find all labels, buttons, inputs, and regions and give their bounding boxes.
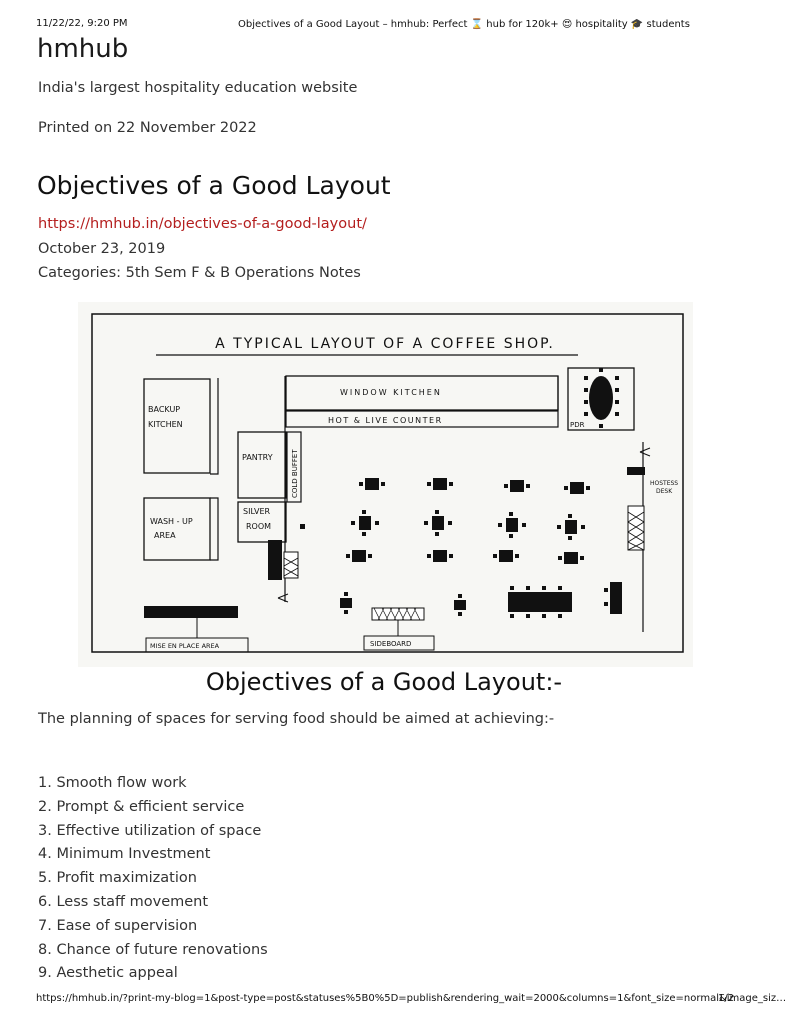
post-url-link[interactable]: https://hmhub.in/objectives-of-a-good-la… bbox=[38, 216, 367, 232]
label-hostess-desk-2: DESK bbox=[656, 488, 673, 495]
objective-item: 7. Ease of supervision bbox=[38, 917, 198, 934]
site-title[interactable]: hmhub bbox=[37, 34, 129, 64]
post-categories: Categories: 5th Sem F & B Operations Not… bbox=[38, 265, 361, 281]
coffee-shop-layout-figure: A TYPICAL LAYOUT OF A COFFEE SHOP. BACKU… bbox=[78, 302, 693, 667]
label-window-kitchen: WINDOW KITCHEN bbox=[340, 388, 442, 397]
coffee-shop-layout-drawing: A TYPICAL LAYOUT OF A COFFEE SHOP. BACKU… bbox=[78, 302, 693, 667]
label-sideboard: SIDEBOARD bbox=[370, 640, 411, 648]
objective-item: 3. Effective utilization of space bbox=[38, 822, 262, 839]
printed-on-date: Printed on 22 November 2022 bbox=[38, 120, 257, 136]
label-backup-kitchen-2: KITCHEN bbox=[148, 420, 183, 429]
objective-item: 5. Profit maximization bbox=[38, 870, 197, 887]
print-datetime: 11/22/22, 9:20 PM bbox=[36, 18, 128, 29]
label-pantry: PANTRY bbox=[242, 453, 273, 462]
label-mise-en-place: MISE EN PLACE AREA bbox=[150, 642, 220, 650]
objectives-list: 1. Smooth flow work 2. Prompt & efficien… bbox=[38, 772, 268, 986]
site-tagline: India's largest hospitality education we… bbox=[38, 80, 358, 96]
label-wash-up-2: AREA bbox=[154, 531, 176, 540]
objective-item: 9. Aesthetic appeal bbox=[38, 965, 178, 982]
objective-item: 6. Less staff movement bbox=[38, 893, 209, 910]
objective-item: 4. Minimum Investment bbox=[38, 846, 211, 863]
section-intro: The planning of spaces for serving food … bbox=[38, 711, 555, 727]
post-date: October 23, 2019 bbox=[38, 241, 166, 257]
label-silver-room-1: SILVER bbox=[243, 507, 271, 516]
post-title: Objectives of a Good Layout bbox=[37, 171, 391, 200]
objective-item: 2. Prompt & efficient service bbox=[38, 798, 245, 815]
label-wash-up-1: WASH - UP bbox=[150, 517, 193, 526]
print-header: 11/22/22, 9:20 PM Objectives of a Good L… bbox=[0, 18, 768, 34]
print-footer: https://hmhub.in/?print-my-blog=1&post-t… bbox=[0, 993, 786, 1007]
label-pdr: PDR bbox=[570, 421, 585, 429]
print-page-title: Objectives of a Good Layout – hmhub: Per… bbox=[238, 19, 690, 30]
label-backup-kitchen-1: BACKUP bbox=[148, 405, 180, 414]
objective-item: 8. Chance of future renovations bbox=[38, 941, 268, 958]
objective-item: 1. Smooth flow work bbox=[38, 775, 187, 791]
page-number: 1/2 bbox=[718, 993, 735, 1004]
figure-caption: A TYPICAL LAYOUT OF A COFFEE SHOP. bbox=[215, 336, 555, 352]
label-silver-room-2: ROOM bbox=[246, 522, 271, 531]
label-cold-buffet: COLD BUFFET bbox=[291, 449, 299, 498]
label-hot-live-counter: HOT & LIVE COUNTER bbox=[328, 416, 443, 425]
print-footer-url: https://hmhub.in/?print-my-blog=1&post-t… bbox=[36, 993, 786, 1004]
section-title: Objectives of a Good Layout:- bbox=[205, 668, 563, 696]
label-hostess-desk-1: HOSTESS bbox=[650, 480, 678, 487]
